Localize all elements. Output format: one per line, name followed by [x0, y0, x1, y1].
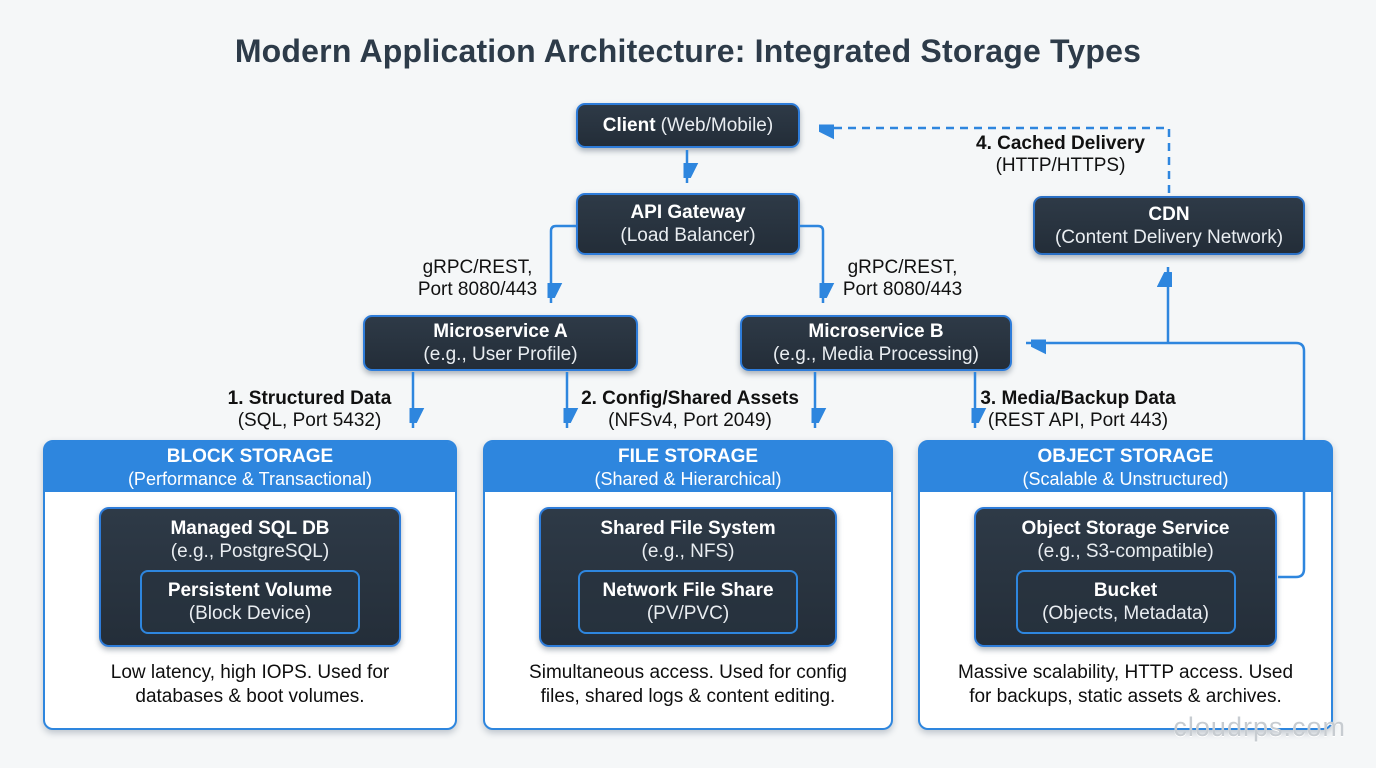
api-gateway-title: API Gateway — [630, 202, 746, 223]
client-subtitle: (Web/Mobile) — [660, 115, 774, 136]
label-grpc-left: gRPC/REST, Port 8080/443 — [417, 257, 538, 300]
cdn-subtitle: (Content Delivery Network) — [1054, 226, 1284, 248]
object-storage-inner-box: Bucket (Objects, Metadata) — [1015, 570, 1236, 634]
cdn-title: CDN — [1148, 203, 1190, 225]
node-client: Client (Web/Mobile) — [576, 103, 800, 148]
label-grpc-right: gRPC/REST, Port 8080/443 — [842, 257, 963, 300]
microservice-a-title: Microservice A — [433, 321, 568, 342]
edge-apigateway-to-microservice-a — [551, 224, 576, 303]
file-storage-card: Shared File System (e.g., NFS) Network F… — [539, 507, 837, 647]
api-gateway-subtitle: (Load Balancer) — [620, 225, 756, 246]
node-api-gateway: API Gateway (Load Balancer) — [576, 193, 800, 255]
label-cached-delivery: 4. Cached Delivery (HTTP/HTTPS) — [976, 133, 1145, 176]
label-media-backup-data: 3. Media/Backup Data (REST API, Port 443… — [980, 388, 1176, 431]
label-config-shared-assets: 2. Config/Shared Assets (NFSv4, Port 204… — [581, 388, 799, 431]
column-block-storage: BLOCK STORAGE (Performance & Transaction… — [43, 440, 457, 730]
object-storage-header: OBJECT STORAGE (Scalable & Unstructured) — [920, 442, 1331, 492]
file-storage-header: FILE STORAGE (Shared & Hierarchical) — [485, 442, 891, 492]
object-storage-card: Object Storage Service (e.g., S3-compati… — [974, 507, 1277, 647]
column-object-storage: OBJECT STORAGE (Scalable & Unstructured)… — [918, 440, 1333, 730]
label-structured-data: 1. Structured Data (SQL, Port 5432) — [227, 388, 392, 431]
block-storage-inner-box: Persistent Volume (Block Device) — [140, 570, 360, 634]
client-title: Client — [602, 115, 656, 136]
node-microservice-b: Microservice B (e.g., Media Processing) — [740, 315, 1012, 371]
node-microservice-a: Microservice A (e.g., User Profile) — [363, 315, 638, 371]
block-storage-caption: Low latency, high IOPS. Used for databas… — [110, 662, 390, 707]
column-file-storage: FILE STORAGE (Shared & Hierarchical) Sha… — [483, 440, 893, 730]
microservice-a-subtitle: (e.g., User Profile) — [423, 344, 578, 365]
object-storage-caption: Massive scalability, HTTP access. Used f… — [957, 662, 1294, 707]
page-title: Modern Application Architecture: Integra… — [234, 33, 1142, 69]
microservice-b-subtitle: (e.g., Media Processing) — [773, 344, 979, 365]
file-storage-inner-box: Network File Share (PV/PVC) — [578, 570, 798, 634]
watermark: cloudrps.com — [1173, 712, 1346, 742]
block-storage-header: BLOCK STORAGE (Performance & Transaction… — [45, 442, 455, 492]
edge-apigateway-to-microservice-b — [800, 224, 823, 303]
microservice-b-title: Microservice B — [808, 321, 944, 342]
node-cdn: CDN (Content Delivery Network) — [1033, 196, 1305, 255]
block-storage-card: Managed SQL DB (e.g., PostgreSQL) Persis… — [99, 507, 401, 647]
file-storage-caption: Simultaneous access. Used for config fil… — [529, 662, 847, 707]
